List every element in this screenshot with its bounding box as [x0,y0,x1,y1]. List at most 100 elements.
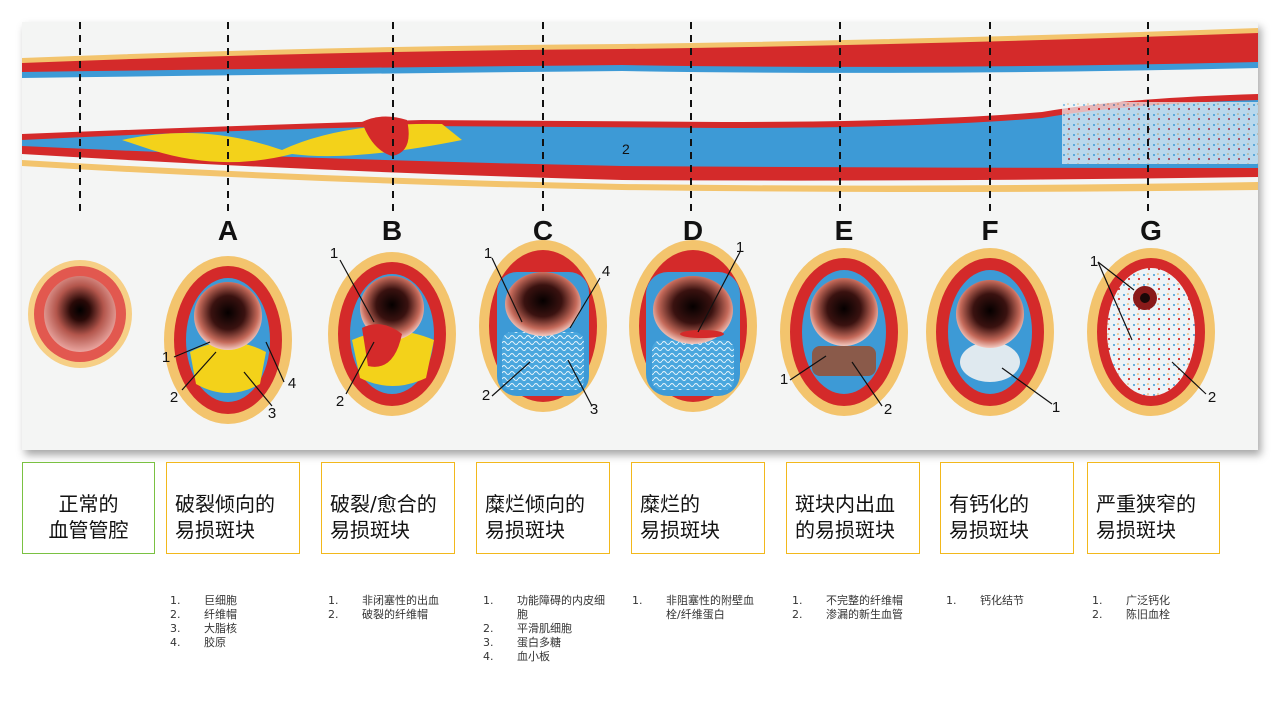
category-line1: 斑块内出血 [795,492,895,516]
category-line1: 严重狭窄的 [1096,492,1196,516]
cross-section-c [479,240,607,412]
category-box-erosion-prone: 糜烂倾向的 易损斑块 [476,462,610,554]
note-number: 1. [170,594,181,607]
guide-lines [79,22,1149,212]
note-text: 渗漏的新生血管 [826,608,903,621]
note-text: 非阻塞性的附壁血栓/纤维蛋白 [666,594,754,621]
notes-severe-stenosis: 1. 广泛钙化 2.陈旧血栓 [1092,594,1212,622]
category-box-severe-stenosis: 严重狭窄的 易损斑块 [1087,462,1220,554]
note-item: 4. 胶原 [170,636,280,650]
note-number: 1. [483,594,494,607]
section-letters: A B C D E F G [218,215,1162,246]
note-item: 1.非阻塞性的附壁血栓/纤维蛋白 [632,594,754,622]
note-item: 1. 功能障碍的内皮细胞 [483,594,607,622]
section-letter-f: F [981,215,998,246]
callout-b-1: 1 [330,245,338,262]
callout-a-4: 4 [288,375,296,392]
cross-section-normal [28,260,132,368]
note-number: 2. [1092,608,1103,621]
note-text: 非闭塞性的出血 [362,594,439,607]
note-text: 钙化结节 [980,594,1024,607]
note-item: 1. 不完整的纤维帽 [792,594,916,608]
category-box-rupture-prone: 破裂倾向的 易损斑块 [166,462,300,554]
callout-d-1: 1 [736,239,744,256]
category-line2: 易损斑块 [330,518,410,542]
note-text: 蛋白多糖 [517,636,561,649]
note-item: 2. 纤维帽 [170,608,280,622]
section-letter-g: G [1140,215,1162,246]
category-line1: 有钙化的 [949,492,1029,516]
notes-calcified: 1.钙化结节 [946,594,1066,608]
cross-section-d [629,240,757,412]
note-item: 1. 巨细胞 [170,594,280,608]
note-number: 2. [483,622,494,635]
category-box-calcified: 有钙化的 易损斑块 [940,462,1074,554]
note-text: 破裂的纤维帽 [362,608,428,621]
note-text: 功能障碍的内皮细胞 [517,594,605,621]
callout-b-2: 2 [336,393,344,410]
note-text: 不完整的纤维帽 [826,594,903,607]
category-line1: 糜烂的 [640,492,700,516]
category-line1: 糜烂倾向的 [485,492,585,516]
callout-numbers: 1 2 3 4 1 2 1 4 2 3 1 1 2 1 1 2 [162,239,1216,422]
section-letter-e: E [835,215,854,246]
callout-c-3: 3 [590,401,598,418]
category-line1: 正常的 [58,492,119,516]
plaque-illustration: 2 A B C D E F G [22,22,1258,450]
notes-eroded: 1.非阻塞性的附壁血栓/纤维蛋白 [632,594,754,622]
note-number: 2. [170,608,181,621]
note-number: 4. [483,650,494,663]
callout-e-2: 2 [884,401,892,418]
note-number: 1. [1092,594,1103,607]
callout-g-1: 1 [1090,253,1098,270]
cross-section-f [926,248,1054,416]
note-text: 广泛钙化 [1126,594,1170,607]
callout-g-2: 2 [1208,389,1216,406]
category-line1: 破裂倾向的 [175,492,275,516]
note-number: 3. [483,636,494,649]
category-box-ruptured-healed: 破裂/愈合的 易损斑块 [321,462,455,554]
category-box-normal: 正常的 血管管腔 [22,462,155,554]
callout-c-4: 4 [602,263,610,280]
cross-section-g [1087,248,1215,416]
note-item: 2.陈旧血栓 [1092,608,1212,622]
note-number: 1. [792,594,803,607]
callout-a-3: 3 [268,405,276,422]
callout-c-1: 1 [484,245,492,262]
category-line2: 易损斑块 [485,518,565,542]
category-line2: 的易损斑块 [795,518,895,542]
note-item: 2. 破裂的纤维帽 [328,608,450,622]
callout-f-1: 1 [1052,399,1060,416]
notes-rupture-prone: 1. 巨细胞 2. 纤维帽 3. 大脂核 4. 胶原 [170,594,280,650]
section-letter-b: B [382,215,402,246]
note-text: 平滑肌细胞 [517,622,572,635]
note-text: 纤维帽 [204,608,237,621]
category-box-intraplaque-hemorrhage: 斑块内出血 的易损斑块 [786,462,920,554]
note-number: 4. [170,636,181,649]
callout-lines [173,251,1207,407]
category-line2: 易损斑块 [175,518,255,542]
vessel-label: 2 [622,141,630,157]
vessel-upper [22,28,1258,78]
callout-a-1: 1 [162,349,170,366]
callout-c-2: 2 [482,387,490,404]
note-text: 巨细胞 [204,594,237,607]
note-item: 1.钙化结节 [946,594,1066,608]
notes-intraplaque-hemorrhage: 1.不完整的纤维帽 2.渗漏的新生血管 [792,594,916,622]
section-letter-d: D [683,215,703,246]
notes-ruptured-healed: 1.非闭塞性的出血 2. 破裂的纤维帽 [328,594,450,622]
note-number: 3. [170,622,181,635]
note-item: 3. 大脂核 [170,622,280,636]
note-text: 大脂核 [204,622,237,635]
vessel-lower: 2 [22,94,1258,192]
cross-section-a [164,256,292,424]
callout-a-2: 2 [170,389,178,406]
cross-section-e [780,248,908,416]
note-item: 1.非闭塞性的出血 [328,594,450,608]
note-text: 胶原 [204,636,226,649]
category-line2: 易损斑块 [640,518,720,542]
category-line1: 破裂/愈合的 [330,492,437,516]
note-number: 2. [328,608,339,621]
section-letter-c: C [533,215,553,246]
category-box-eroded: 糜烂的 易损斑块 [631,462,765,554]
